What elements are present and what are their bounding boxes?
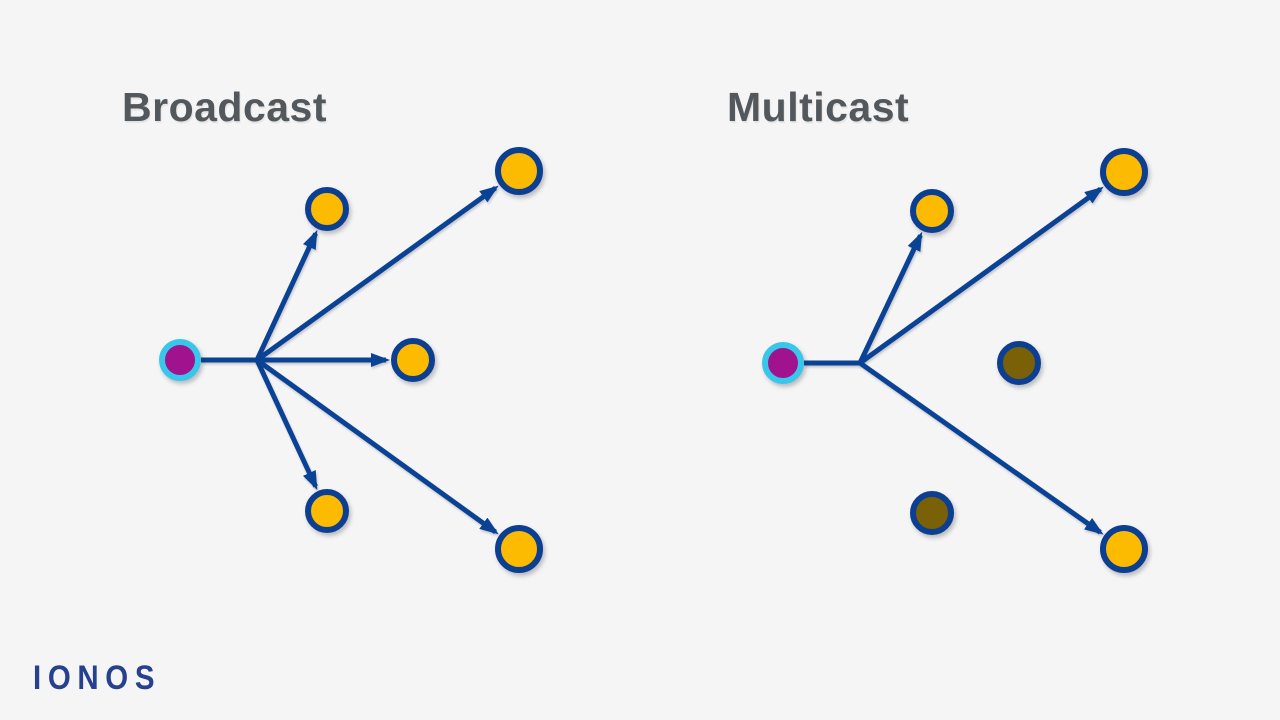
broadcast-receiver-node — [391, 338, 435, 382]
broadcast-receiver-node — [495, 147, 543, 195]
broadcast-arrow — [255, 357, 499, 535]
multicast-arrow — [857, 231, 923, 365]
multicast-nonmember-node — [997, 341, 1041, 385]
multicast-arrow — [858, 360, 1104, 535]
multicast-receiver-node — [1100, 525, 1148, 573]
multicast-diagram — [762, 148, 1148, 573]
multicast-source-node — [762, 342, 804, 384]
broadcast-title: Broadcast — [122, 84, 328, 130]
broadcast-receiver-node — [495, 525, 543, 573]
multicast-arrow — [858, 186, 1104, 366]
broadcast-source-node — [159, 339, 201, 381]
multicast-receiver-node — [910, 189, 954, 233]
broadcast-arrow — [254, 229, 318, 362]
broadcast-arrow — [255, 185, 499, 363]
multicast-receiver-node — [1100, 148, 1148, 196]
broadcast-diagram — [159, 147, 543, 573]
multicast-nonmember-node — [910, 491, 954, 535]
multicast-title: Multicast — [727, 84, 910, 130]
broadcast-arrow — [254, 358, 318, 491]
broadcast-receiver-node — [305, 489, 349, 533]
broadcast-receiver-node — [305, 187, 349, 231]
ionos-logo: IONOS — [33, 657, 162, 698]
